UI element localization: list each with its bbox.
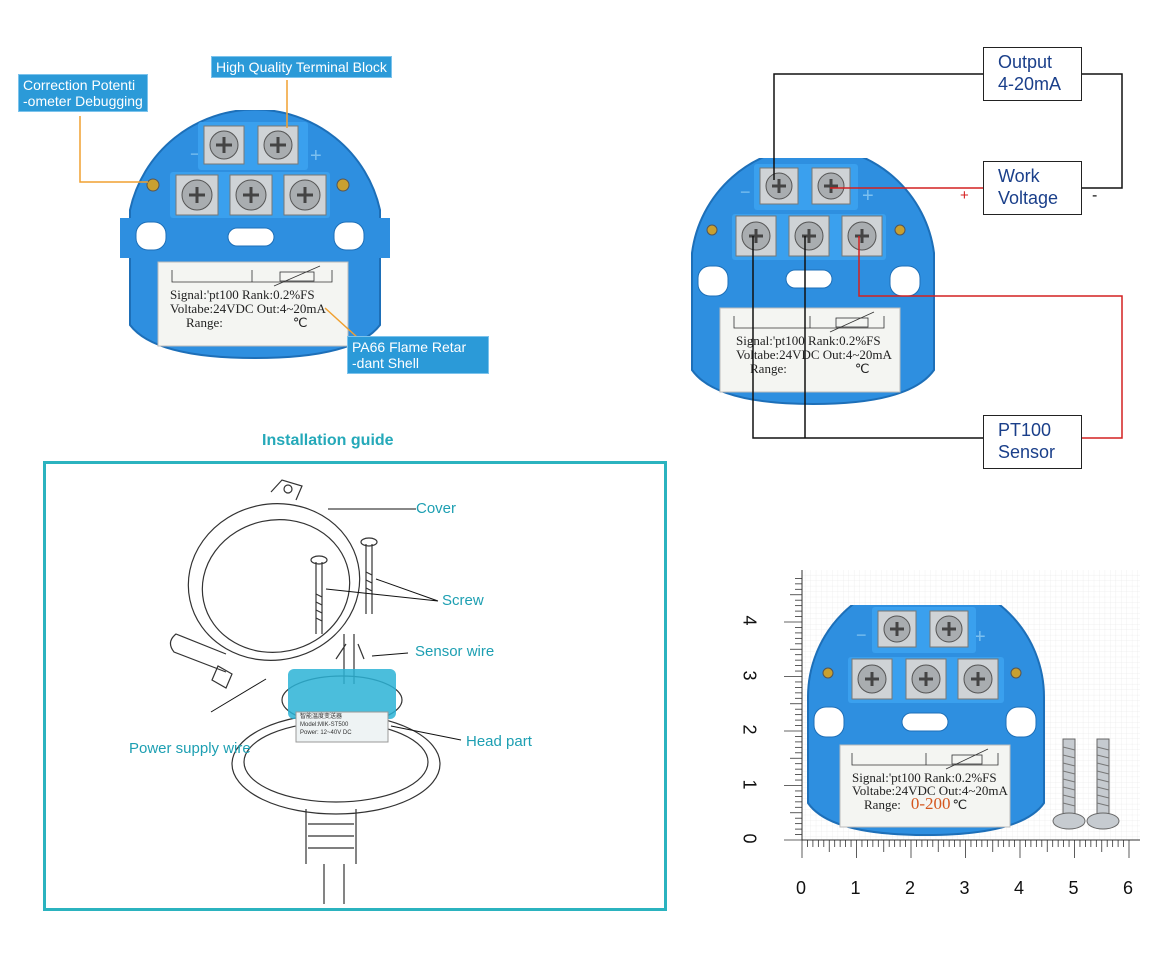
head-part-label-line2: Model:MIK-ST500 bbox=[300, 722, 349, 728]
annotation-screw: Screw bbox=[442, 592, 484, 609]
callout-terminal-block: High Quality Terminal Block bbox=[211, 56, 392, 78]
wiring-label-range-row: Range: ℃ bbox=[736, 362, 892, 376]
wiring-label-voltage: Voltabe:24VDC Out:4~20mA bbox=[736, 347, 892, 362]
label-unit: ℃ bbox=[292, 315, 308, 330]
work-voltage-line2: Voltage bbox=[998, 188, 1059, 208]
svg-text:+: + bbox=[310, 145, 322, 167]
output-line2: 4-20mA bbox=[998, 74, 1062, 94]
ruler-x-tick-label: 6 bbox=[1123, 878, 1134, 898]
installation-guide-frame bbox=[43, 461, 667, 911]
ruler-x-tick-label: 0 bbox=[796, 878, 807, 898]
ruler-x-tick-label: 4 bbox=[1014, 878, 1025, 898]
wiring-label-text: Signal:'pt100 Rank:0.2%FS Voltabe:24VDC … bbox=[736, 334, 892, 376]
callout-correction-potentiometer: Correction Potenti -ometer Debugging bbox=[18, 74, 148, 112]
ruler-label-range-row: Range: 0-200℃ bbox=[852, 794, 1008, 813]
label-signal: Signal:'pt100 Rank:0.2%FS bbox=[170, 287, 315, 302]
callout-correction-line2: -ometer Debugging bbox=[23, 93, 143, 109]
module-label-text: Signal:'pt100 Rank:0.2%FS Voltabe:24VDC … bbox=[170, 288, 326, 330]
head-part-label: 智能温度变送器 Model:MIK-ST500 Power: 12~40V DC bbox=[300, 713, 352, 737]
annotation-sensor-wire: Sensor wire bbox=[415, 643, 495, 660]
annotation-head-part: Head part bbox=[466, 733, 532, 750]
svg-text:−: − bbox=[190, 144, 201, 164]
sensor-line2: Sensor bbox=[998, 442, 1056, 462]
work-voltage-line1: Work bbox=[998, 166, 1040, 186]
ruler-y-tick-label: 0 bbox=[739, 833, 760, 844]
ruler-x-tick-label: 1 bbox=[850, 878, 861, 898]
svg-text:−: − bbox=[740, 182, 751, 202]
head-part-label-line1: 智能温度变送器 bbox=[300, 714, 343, 720]
ruler-label-range-value: 0-200 bbox=[910, 794, 951, 813]
ruler-label-unit: ℃ bbox=[952, 797, 968, 812]
svg-text:+: + bbox=[974, 626, 986, 648]
annotation-cover: Cover bbox=[416, 500, 457, 517]
installation-drawing bbox=[169, 479, 462, 904]
ruler-y-tick-label: 1 bbox=[739, 778, 760, 790]
sensor-box: PT100 Sensor bbox=[983, 415, 1082, 469]
ruler-label-signal: Signal:'pt100 Rank:0.2%FS bbox=[852, 770, 997, 785]
loose-screws bbox=[1052, 738, 1120, 830]
potentiometer-icon bbox=[146, 178, 160, 192]
label-voltage: Voltabe:24VDC Out:4~20mA bbox=[170, 301, 326, 316]
wiring-label-signal: Signal:'pt100 Rank:0.2%FS bbox=[736, 333, 881, 348]
module-front-view: − + bbox=[120, 110, 390, 360]
annotation-power-supply-wire: Power supply wire bbox=[129, 740, 251, 757]
minus-sign: - bbox=[1092, 187, 1098, 204]
ruler-x-tick-label: 2 bbox=[905, 878, 916, 898]
installation-guide-title: Installation guide bbox=[262, 432, 394, 449]
ruler-y-tick-label: 3 bbox=[739, 669, 760, 681]
head-part-label-line3: Power: 12~40V DC bbox=[300, 730, 352, 736]
ruler-x-tick-label: 3 bbox=[959, 878, 970, 898]
wiring-label-range: Range: bbox=[750, 361, 787, 376]
work-voltage-box: Work Voltage bbox=[983, 161, 1082, 215]
plus-sign: + bbox=[960, 187, 969, 204]
ruler-module: − + bbox=[807, 605, 1045, 837]
callout-shell-line1: PA66 Flame Retar bbox=[352, 339, 467, 355]
sensor-line1: PT100 bbox=[998, 420, 1052, 440]
output-box: Output 4-20mA bbox=[983, 47, 1082, 101]
terminal-screws-top bbox=[203, 125, 299, 165]
ruler-y-tick-label: 2 bbox=[739, 724, 760, 735]
callout-correction-line1: Correction Potenti bbox=[23, 77, 136, 93]
svg-text:+: + bbox=[862, 185, 874, 207]
wiring-label-unit: ℃ bbox=[854, 361, 870, 376]
callout-shell-line2: -dant Shell bbox=[352, 355, 419, 371]
ruler-y-tick-label: 4 bbox=[739, 615, 760, 626]
terminal-screws-bottom bbox=[175, 174, 327, 216]
label-range-row: Range: ℃ bbox=[170, 316, 326, 330]
ruler-label-voltage: Voltabe:24VDC Out:4~20mA bbox=[852, 783, 1008, 798]
svg-text:−: − bbox=[856, 625, 867, 645]
output-line1: Output bbox=[998, 52, 1053, 72]
ruler-x-tick-label: 5 bbox=[1068, 878, 1079, 898]
ruler-label-text: Signal:'pt100 Rank:0.2%FS Voltabe:24VDC … bbox=[852, 770, 1008, 813]
ruler-label-range: Range: bbox=[864, 797, 901, 812]
label-range: Range: bbox=[186, 315, 223, 330]
callout-shell: PA66 Flame Retar -dant Shell bbox=[347, 336, 489, 374]
